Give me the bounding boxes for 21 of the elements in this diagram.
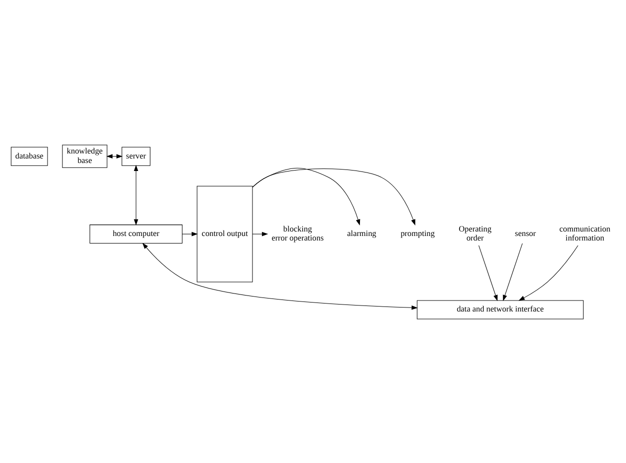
arrow	[502, 242, 523, 301]
node-text: alarming	[347, 228, 376, 238]
arrow	[182, 231, 198, 236]
arrow	[518, 244, 578, 300]
arrow	[252, 167, 360, 225]
arrow	[252, 168, 416, 226]
node-box: data and network interface	[416, 300, 584, 319]
node-text: blocking error operations	[272, 224, 324, 242]
node-box: control output	[196, 185, 253, 282]
node-text: communication information	[559, 224, 610, 242]
node-text: prompting	[400, 228, 435, 238]
arrow	[142, 242, 418, 310]
node-box: database	[10, 146, 48, 166]
arrow	[134, 164, 138, 225]
arrow	[252, 231, 268, 236]
node-text: sensor	[514, 228, 536, 238]
node-box: host computer	[90, 224, 182, 244]
node-text: Operating order	[458, 224, 492, 242]
node-box: server	[122, 146, 150, 166]
node-box: knowledge base	[62, 144, 108, 168]
arrow	[478, 244, 498, 301]
